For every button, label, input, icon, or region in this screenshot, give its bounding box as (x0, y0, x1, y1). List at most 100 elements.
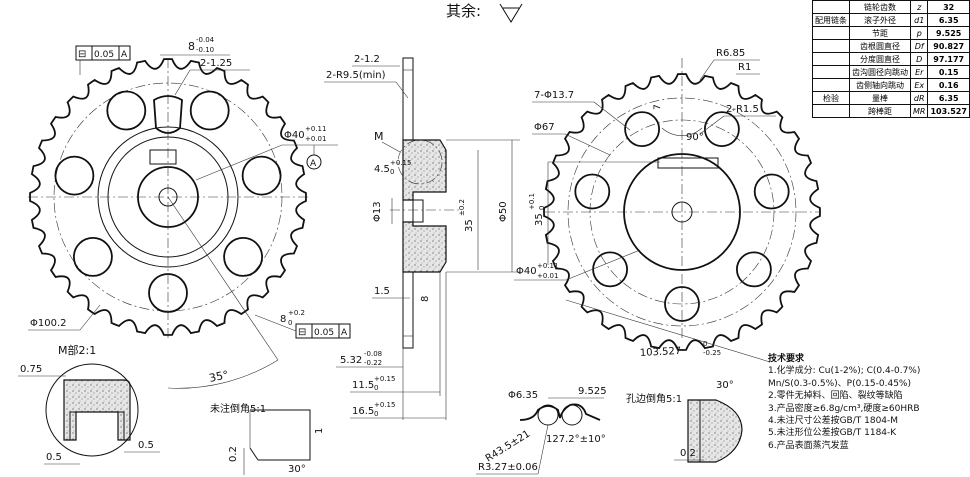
svg-text:35: 35 (464, 219, 475, 232)
svg-text:+0.2: +0.2 (288, 309, 305, 317)
svg-text:1.5: 1.5 (374, 286, 390, 297)
spec-symbol: Df (909, 39, 929, 53)
svg-text:Φ50: Φ50 (498, 201, 509, 222)
lightening-hole (704, 111, 740, 148)
keyway-width-dim: 8 (188, 40, 195, 53)
pitch-circle-67 (589, 119, 775, 305)
chamfer-detail: 未注倒角5:1 1 0.2 30° (210, 402, 325, 475)
svg-text:1: 1 (314, 428, 325, 434)
svg-text:+0.15: +0.15 (374, 401, 395, 409)
other-surface-label: 其余: (446, 2, 481, 20)
svg-text:Φ40: Φ40 (516, 266, 537, 277)
svg-text:±0.2: ±0.2 (458, 199, 466, 216)
detail-m: M部2:1 0.75 0.5 0.5 (18, 343, 160, 465)
svg-text:+0.11: +0.11 (305, 125, 326, 133)
spec-symbol: MR (909, 104, 929, 118)
svg-text:0: 0 (390, 168, 394, 176)
spec-label: 分度圆直径 (849, 52, 911, 66)
front-outer-dia: Φ100.2 (30, 318, 67, 329)
svg-text:0: 0 (374, 410, 378, 418)
detail-m-circle (397, 139, 443, 185)
spec-value: 103.527 (927, 104, 970, 118)
svg-text:-0.10: -0.10 (196, 46, 214, 54)
svg-text:30°: 30° (288, 464, 306, 475)
spec-group (812, 78, 850, 92)
lightening-hole (753, 173, 790, 210)
svg-text:127.2°±10°: 127.2°±10° (546, 434, 606, 445)
spec-label: 齿侧轴向跳动 (849, 78, 911, 92)
technical-requirements: 技术要求 1.化学成分: Cu(1-2%); C(0.4-0.7%)Mn/S(0… (768, 353, 964, 452)
spec-symbol: p (909, 26, 929, 40)
spec-value: 0.16 (927, 78, 970, 92)
spec-value: 9.525 (927, 26, 970, 40)
svg-text:+0.11: +0.11 (537, 262, 558, 270)
flatness-frame-top: ⊟ 0.05 A (75, 45, 131, 75)
spec-value: 32 (927, 0, 970, 14)
svg-text:0: 0 (538, 206, 546, 210)
svg-text:8: 8 (420, 296, 431, 302)
svg-text:103.527: 103.527 (640, 346, 682, 359)
svg-text:R1: R1 (738, 62, 751, 73)
svg-text:0.5: 0.5 (46, 452, 62, 463)
tech-req-item: Mn/S(0.3-0.5%)、P(0.15-0.45%) (768, 378, 911, 389)
svg-text:-0.22: -0.22 (364, 359, 382, 367)
tech-req-item: 3.产品密度≥6.8g/cm³,硬度≥60HRB (768, 403, 920, 414)
svg-text:11.5: 11.5 (352, 380, 374, 391)
spec-label: 齿沟圆径向跳动 (849, 65, 911, 79)
right-holes (574, 111, 790, 322)
section-chamfer: 2-1.2 (354, 54, 380, 65)
svg-text:0: 0 (288, 319, 292, 327)
hole-chamfer: 孔边倒角5:1 30° 0.2 (626, 380, 743, 463)
detail-m-label: M (374, 130, 384, 143)
lightening-hole (624, 111, 660, 148)
svg-text:R6.85: R6.85 (716, 48, 745, 59)
keyway (149, 149, 177, 165)
svg-text:⊟: ⊟ (78, 49, 86, 60)
tech-req-title: 技术要求 (768, 354, 805, 364)
svg-text:+0.01: +0.01 (537, 272, 558, 280)
spec-value: 6.35 (927, 13, 970, 27)
section-radius: 2-R9.5(min) (326, 70, 386, 81)
svg-text:0.2: 0.2 (680, 448, 696, 459)
spec-label: 齿根圆直径 (849, 39, 911, 53)
spec-value: 6.35 (927, 91, 970, 105)
svg-text:A: A (310, 159, 317, 169)
tech-req-item: 2.零件无掉料、回陷、裂纹等缺陷 (768, 391, 903, 402)
tooth-profile: Φ6.35 9.525 R43.5±21 127.2°±10° R3.27±0.… (476, 386, 607, 475)
spec-group (812, 0, 850, 14)
svg-text:+0.01: +0.01 (305, 135, 326, 143)
spec-symbol: z (909, 0, 929, 14)
hub-section-lower (402, 221, 447, 273)
svg-text:2-R1.5: 2-R1.5 (726, 104, 759, 115)
svg-text:0.5: 0.5 (138, 440, 154, 451)
svg-text:-0.25: -0.25 (703, 349, 721, 357)
front-bore-dim: Φ40 (284, 130, 305, 141)
spec-label: 节距 (849, 26, 911, 40)
lightening-hole (223, 236, 264, 277)
spec-symbol: D (909, 52, 929, 66)
svg-text:4.5: 4.5 (374, 164, 390, 175)
svg-text:30°: 30° (716, 380, 734, 391)
svg-text:-0.04: -0.04 (196, 36, 215, 44)
svg-text:7: 7 (653, 104, 663, 110)
svg-text:-0.08: -0.08 (364, 350, 382, 358)
hub-section-upper (402, 139, 447, 201)
spec-label: 量棒 (849, 91, 911, 105)
lightening-hole (106, 90, 147, 131)
spec-group: 检验 (812, 91, 850, 105)
spec-group: 配用链条 (812, 13, 850, 27)
spec-symbol: Er (909, 65, 929, 79)
spec-symbol: d1 (909, 13, 929, 27)
svg-text:16.5: 16.5 (352, 406, 374, 417)
svg-text:R3.27±0.06: R3.27±0.06 (478, 462, 538, 473)
spec-group (812, 65, 850, 79)
tech-req-item: 6.产品表面蒸汽发蓝 (768, 440, 849, 451)
tech-req-item: 1.化学成分: Cu(1-2%); C(0.4-0.7%) (768, 366, 921, 377)
svg-text:R43.5±21: R43.5±21 (484, 429, 533, 465)
svg-text:0.05: 0.05 (314, 328, 334, 338)
